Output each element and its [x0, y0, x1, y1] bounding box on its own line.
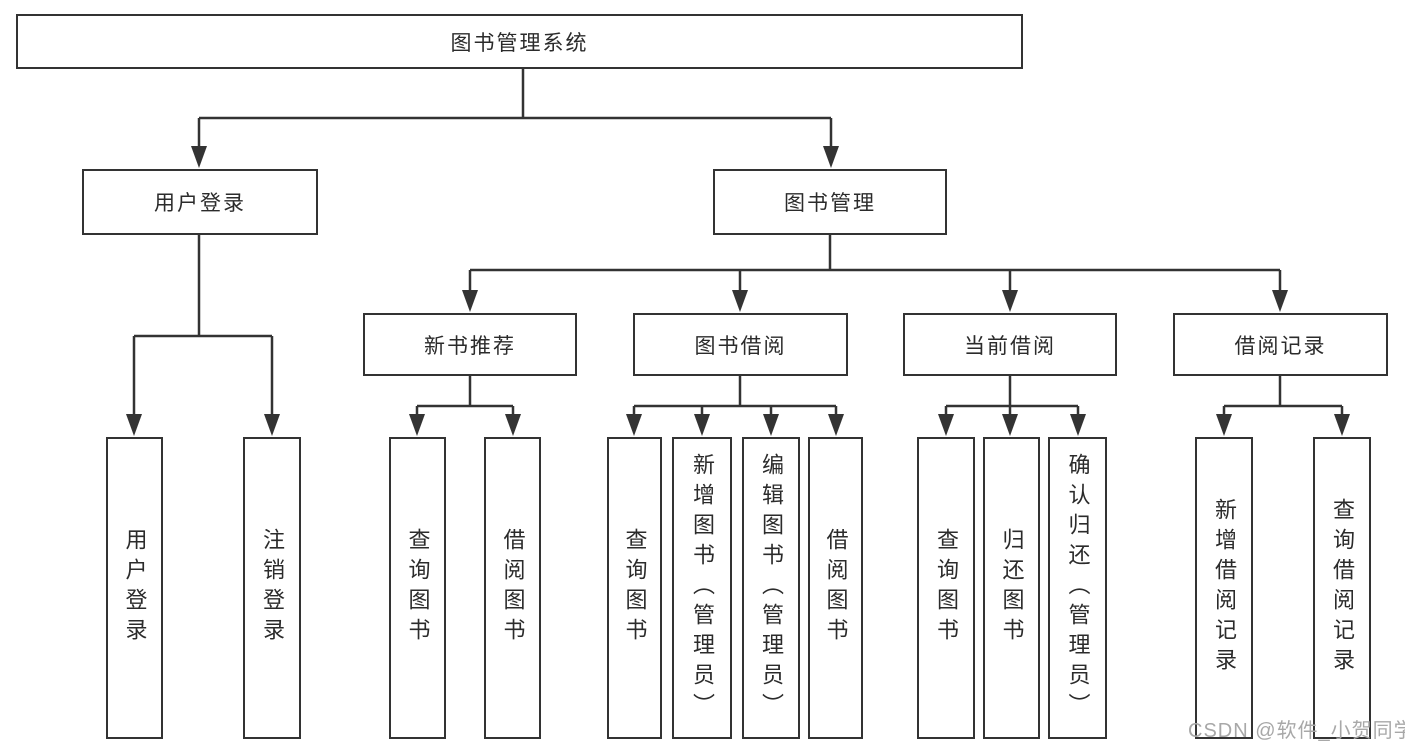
node-new-book-recommend: 新书推荐: [363, 313, 577, 376]
node-borrow-edit-book-admin: 编辑图书（管理员）: [742, 437, 800, 739]
node-recommend-borrow-book: 借阅图书: [484, 437, 541, 739]
arrowhead-icons: [126, 146, 1350, 436]
node-book-management: 图书管理: [713, 169, 947, 235]
node-borrow-add-book-admin: 新增图书（管理员）: [672, 437, 732, 739]
node-borrow-record: 借阅记录: [1173, 313, 1388, 376]
node-borrow-query-book: 查询图书: [607, 437, 662, 739]
node-current-confirm-return-admin: 确认归还（管理员）: [1048, 437, 1107, 739]
node-user-login: 用户登录: [82, 169, 318, 235]
node-book-borrow: 图书借阅: [633, 313, 848, 376]
node-user-login-action: 用户登录: [106, 437, 163, 739]
node-current-query-book: 查询图书: [917, 437, 975, 739]
node-logout-action: 注销登录: [243, 437, 301, 739]
node-borrow-borrow-book: 借阅图书: [808, 437, 863, 739]
csdn-watermark: CSDN @软件_小贺同学: [1188, 720, 1405, 742]
node-current-borrow: 当前借阅: [903, 313, 1117, 376]
node-library-management-system: 图书管理系统: [16, 14, 1023, 69]
node-recommend-query-book: 查询图书: [389, 437, 446, 739]
node-record-add-borrow-record: 新增借阅记录: [1195, 437, 1253, 739]
node-record-query-borrow-record: 查询借阅记录: [1313, 437, 1371, 739]
node-current-return-book: 归还图书: [983, 437, 1040, 739]
